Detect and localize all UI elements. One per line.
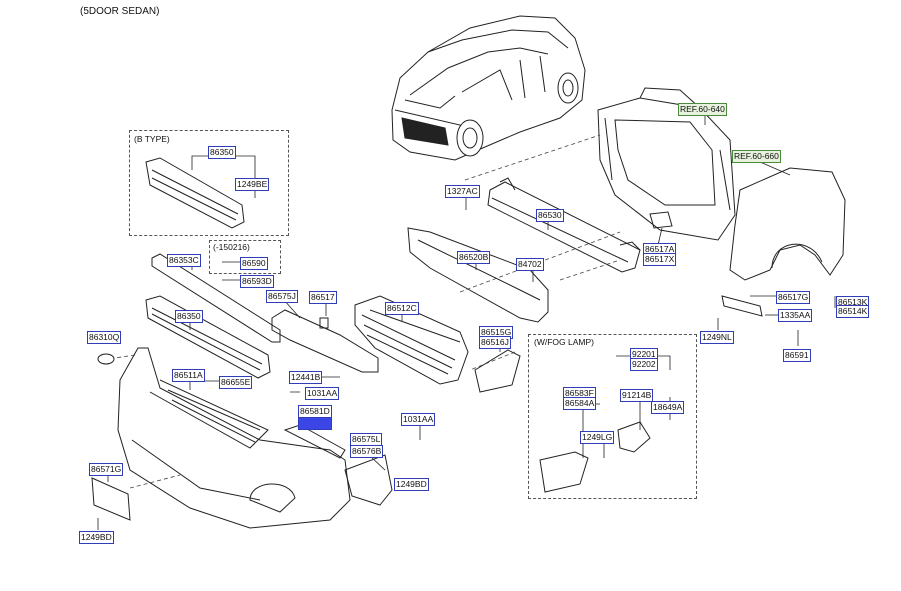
bumper-beam-illustration [487, 177, 641, 273]
part-label-86520b[interactable]: 86520B [457, 251, 491, 264]
clip-illustration [319, 317, 329, 329]
part-label-1249be[interactable]: 1249BE [235, 178, 270, 191]
part-label-86511a[interactable]: 86511A [172, 369, 205, 382]
part-label-1031aa-left[interactable]: 1031AA [305, 387, 340, 400]
part-label-1335aa[interactable]: 1335AA [778, 309, 813, 322]
car-illustration [391, 15, 586, 161]
fog-cover-illustration [474, 349, 521, 393]
part-label-84702[interactable]: 84702 [516, 258, 544, 271]
part-label-86576b[interactable]: 86576B [350, 445, 384, 458]
part-label-1327ac[interactable]: 1327AC [445, 185, 480, 198]
part-label-86591[interactable]: 86591 [783, 349, 811, 362]
part-label-86530[interactable]: 86530 [536, 209, 564, 222]
fender-illustration [729, 167, 846, 281]
b-type-box [129, 130, 289, 236]
part-label-86575j[interactable]: 86575J [266, 290, 298, 303]
part-label-86584a[interactable]: 86584A [563, 397, 597, 410]
part-label-86514k[interactable]: 86514K [836, 305, 870, 318]
fog-cover-box-illustration [539, 451, 589, 493]
part-label-86350-b-type[interactable]: 86350 [208, 146, 236, 159]
ref-label-60-640[interactable]: REF.60-640 [678, 103, 727, 116]
part-label-86517g[interactable]: 86517G [776, 291, 811, 304]
part-label-86310q[interactable]: 86310Q [87, 331, 122, 344]
part-label-86590[interactable]: 86590 [240, 257, 268, 270]
part-label-1249lg[interactable]: 1249LG [580, 431, 615, 444]
pre-150216-box [209, 240, 281, 274]
part-label-1031aa-right[interactable]: 1031AA [401, 413, 436, 426]
part-label-1249nl[interactable]: 1249NL [700, 331, 734, 344]
part-label-91214b[interactable]: 91214B [620, 389, 654, 402]
part-label-86353c[interactable]: 86353C [167, 254, 201, 267]
fog-lamp-illustration [617, 421, 651, 453]
part-label-86516j[interactable]: 86516J [479, 336, 511, 349]
part-label-12441b[interactable]: 12441B [289, 371, 323, 384]
grille-bracket-illustration [271, 309, 379, 373]
part-label-86517x[interactable]: 86517X [643, 253, 677, 266]
part-label-86593d[interactable]: 86593D [240, 275, 274, 288]
part-label-86571g[interactable]: 86571G [89, 463, 124, 476]
fog-lamp-box [528, 334, 697, 499]
lower-grille-illustration [145, 295, 271, 379]
b-type-title: (B TYPE) [133, 134, 171, 144]
pre-150216-title: (-150216) [212, 242, 251, 252]
fender-bracket-illustration [721, 295, 763, 317]
part-label-18649a[interactable]: 18649A [651, 401, 685, 414]
fog-lamp-title: (W/FOG LAMP) [533, 337, 595, 347]
side-bracket-right-illustration [344, 454, 393, 506]
part-label-86655e[interactable]: 86655E [219, 376, 253, 389]
part-label-92202[interactable]: 92202 [630, 358, 658, 371]
license-bracket-illustration [91, 477, 131, 521]
ref-label-60-660[interactable]: REF.60-660 [732, 150, 781, 163]
side-bracket-left-illustration [283, 424, 346, 459]
page-title: (5DOOR SEDAN) [80, 6, 160, 17]
part-label-86582d-highlighted[interactable]: 86582D [298, 417, 332, 430]
part-label-86512c[interactable]: 86512C [385, 302, 419, 315]
part-label-1249bd-right[interactable]: 1249BD [394, 478, 429, 491]
b-type-grille-illustration [145, 157, 245, 229]
moulding-illustration [151, 253, 281, 343]
energy-absorber-illustration [407, 227, 549, 323]
radiator-support-illustration [597, 87, 736, 241]
part-label-1249bd-left[interactable]: 1249BD [79, 531, 114, 544]
emblem-illustration [97, 353, 115, 365]
part-label-86350[interactable]: 86350 [175, 310, 203, 323]
part-label-86517[interactable]: 86517 [309, 291, 337, 304]
center-bracket-illustration [649, 211, 673, 229]
